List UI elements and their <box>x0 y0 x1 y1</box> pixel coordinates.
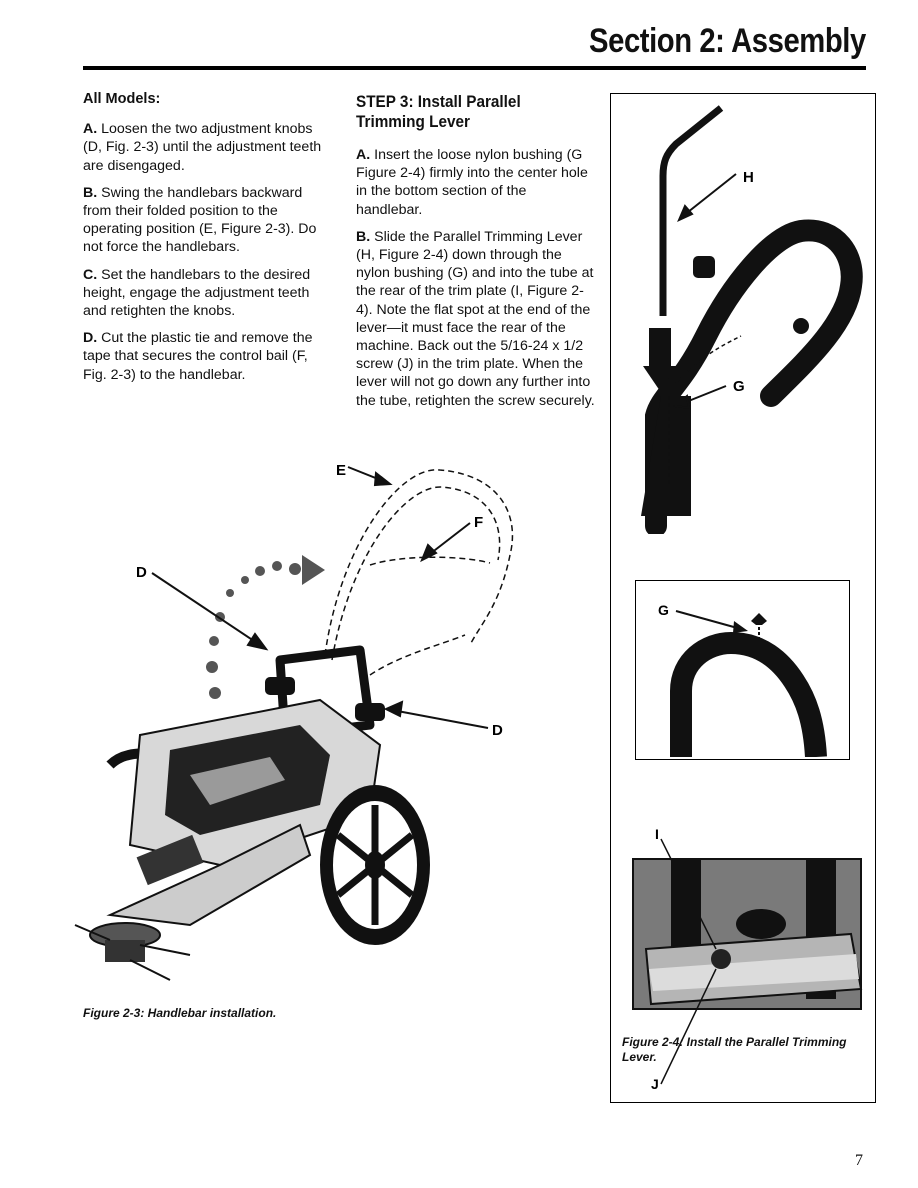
bushing-detail-illustration: G <box>658 602 827 758</box>
right-column: STEP 3: Install Parallel Trimming Lever … <box>356 92 596 419</box>
callout-e: E <box>336 462 346 479</box>
callout-f: F <box>474 514 483 531</box>
instruction-d: D. Cut the plastic tie and remove the ta… <box>83 329 323 384</box>
bushing-detail-frame: G <box>635 580 850 760</box>
callout-h: H <box>743 169 754 186</box>
instruction-label: B. <box>83 184 98 201</box>
left-column: All Models: A. Loosen the two adjustment… <box>83 90 323 393</box>
instruction-text: Loosen the two adjustment knobs (D, Fig.… <box>83 121 322 174</box>
left-column-heading: All Models: <box>83 91 161 107</box>
instruction-text: Cut the plastic tie and remove the tape … <box>83 330 313 383</box>
instruction-label: B. <box>356 228 371 245</box>
page-number: 7 <box>855 1152 863 1169</box>
callout-g-bottom: G <box>658 602 669 618</box>
string-trimmer-icon <box>74 645 430 981</box>
callout-i: I <box>655 829 659 842</box>
rotation-arrow-icon <box>206 555 325 699</box>
instruction-b: B. Swing the handlebars backward from th… <box>83 184 323 257</box>
section-title: Section 2: Assembly <box>589 22 866 60</box>
instruction-text: Swing the handlebars backward from their… <box>83 184 317 256</box>
instruction-text: Set the handlebars to the desired height… <box>83 266 311 320</box>
instruction-label: A. <box>83 121 98 138</box>
callout-d-left: D <box>136 564 147 581</box>
instruction-text: Insert the loose nylon bushing (G Figure… <box>356 147 588 218</box>
callout-g-top: G <box>733 378 745 395</box>
instruction-label: D. <box>83 330 98 347</box>
trim-plate-illustration: I J <box>632 829 863 1089</box>
instruction-a: A. Loosen the two adjustment knobs (D, F… <box>83 120 323 175</box>
instruction-c: C. Set the handlebars to the desired hei… <box>83 266 323 321</box>
instruction-label: C. <box>83 266 98 283</box>
lever-insertion-illustration: H G <box>641 105 863 534</box>
callout-j: J <box>651 1076 659 1089</box>
step-instruction-a: A. Insert the loose nylon bushing (G Fig… <box>356 146 596 219</box>
instruction-label: A. <box>356 147 371 163</box>
title-rule <box>83 66 866 70</box>
step-title: STEP 3: Install Parallel Trimming Lever <box>356 92 521 131</box>
instruction-text: Slide the Parallel Trimming Lever (H, Fi… <box>356 228 595 409</box>
figure-2-4-caption: Figure 2-4: Install the Parallel Trimmin… <box>622 1035 847 1064</box>
figure-2-4-panel: H G G I J <box>610 93 876 1103</box>
figure-2-3-caption: Figure 2-3: Handlebar installation. <box>83 1006 277 1020</box>
figure-2-3-illustration: E F D D <box>74 462 514 981</box>
callout-d-right: D <box>492 722 503 739</box>
step-instruction-b: B. Slide the Parallel Trimming Lever (H,… <box>356 228 596 410</box>
handlebar-dashed-outline <box>324 469 514 676</box>
callout-leaders <box>151 466 489 729</box>
